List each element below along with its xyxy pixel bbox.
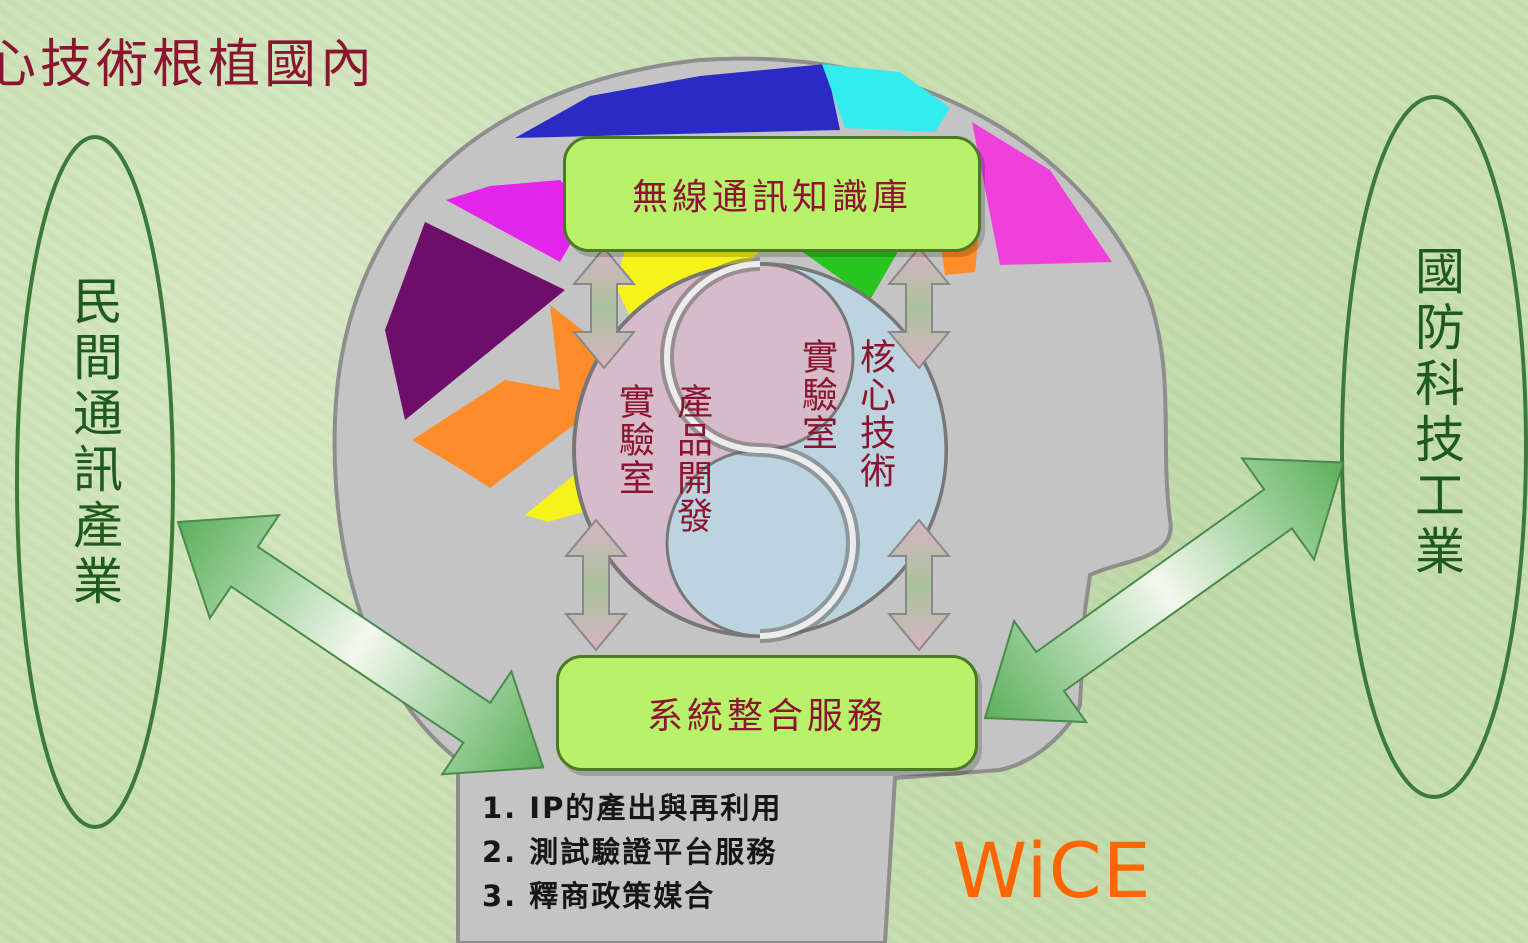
lab-label-right-1: 實驗室 [796,338,837,452]
arrow-top-right [886,246,952,370]
service-item: 3. 釋商政策媒合 [482,879,716,913]
brand-logo-text: WiCE [952,826,1152,915]
lab-label-left-1: 實驗室 [613,383,654,497]
segment-yellow-low [525,462,590,522]
page-title: 心技術根植國內 [0,35,377,95]
segment-blue [515,64,840,138]
small-arrows [563,246,952,652]
left-ellipse [15,135,175,829]
knowledge-base-box: 無線通訊知識庫 [563,136,981,252]
service-item: 2. 測試驗證平台服務 [482,835,778,869]
system-integration-box: 系統整合服務 [556,655,978,771]
core-tech-label: 核心技術 [854,338,895,490]
arrow-bottom-right [886,518,952,652]
arrow-bottom-left [563,518,629,652]
product-dev-label: 產品開發 [671,383,712,535]
service-list: 1. IP的產出與再利用 2. 測試驗證平台服務 3. 釋商政策媒合 [482,786,782,918]
segment-purple [385,222,565,420]
left-ellipse-label: 民間通訊產業 [65,275,123,611]
yin-yang [572,257,948,643]
segment-cyan [822,64,950,132]
left-double-arrow [176,514,545,776]
segment-magenta [446,180,590,262]
service-item: 1. IP的產出與再利用 [482,791,783,825]
segment-pink [972,122,1112,265]
right-ellipse [1340,95,1528,799]
yin-yang-right-half [665,262,948,638]
right-ellipse-label: 國防科技工業 [1407,245,1465,581]
segment-orange-large [412,305,640,488]
right-double-arrow [983,457,1345,724]
arrow-top-left [571,246,637,370]
